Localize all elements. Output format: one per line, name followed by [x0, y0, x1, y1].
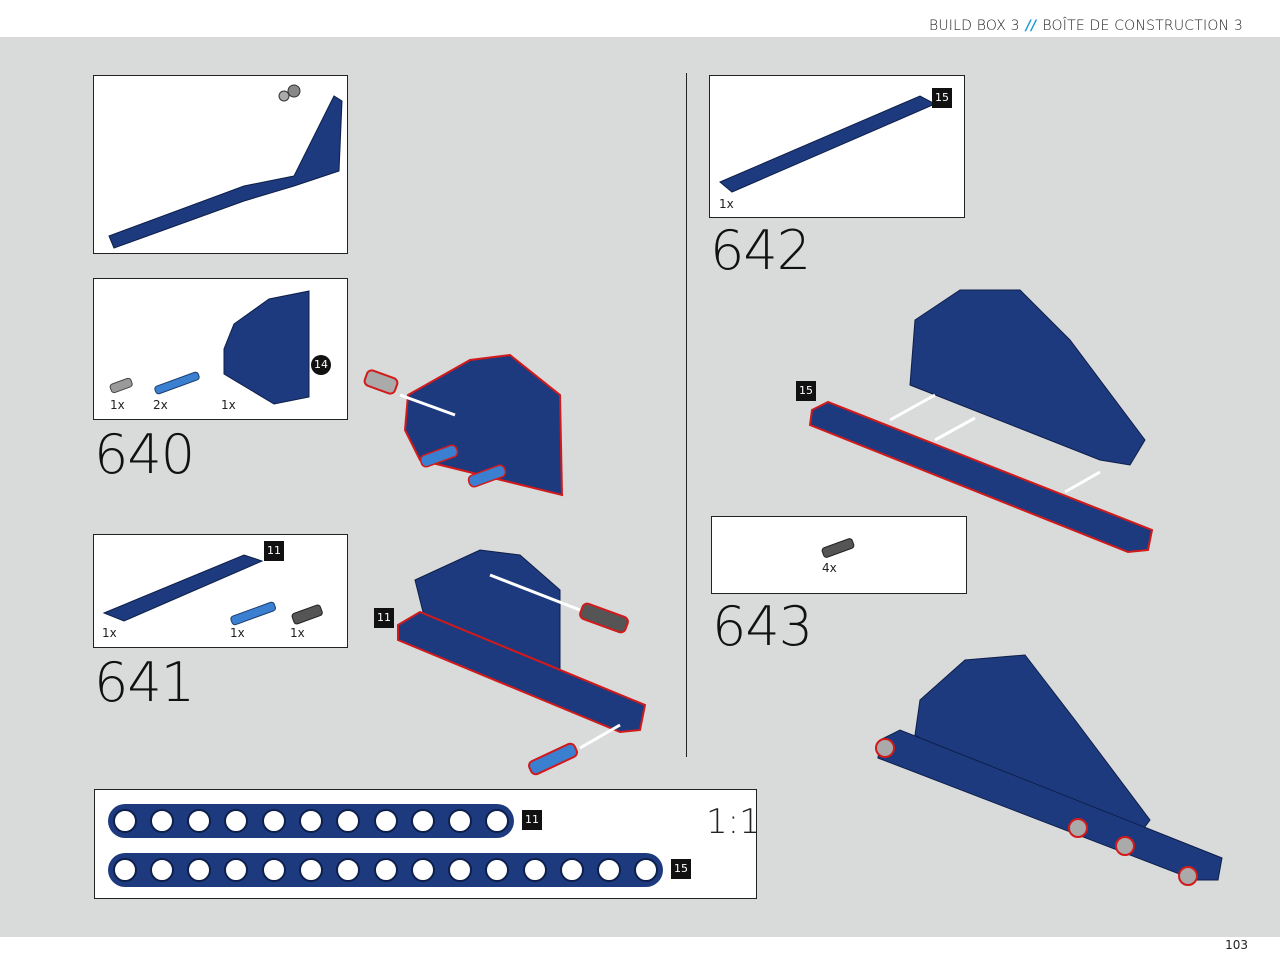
part-qty: 1x [221, 398, 236, 412]
step-number: 641 [94, 651, 195, 714]
column-divider [686, 73, 687, 757]
header-en: BUILD BOX 3 [928, 18, 1020, 34]
step-642-parts-box: 1x 15 [709, 75, 965, 218]
step-643-parts-box: 4x [711, 516, 967, 594]
step-641-parts-illustration [102, 554, 323, 626]
length-badge: 15 [671, 859, 691, 879]
page-number: 103 [1225, 938, 1248, 952]
length-badge: 15 [796, 381, 816, 401]
header-separator: // [1025, 18, 1037, 34]
length-badge: 11 [522, 810, 542, 830]
step-643-parts-illustration [821, 538, 855, 558]
part-qty: 1x [719, 197, 734, 211]
step-642-parts-illustration [719, 95, 937, 193]
step-640-parts-illustration [109, 290, 310, 405]
part-qty: 4x [822, 561, 837, 575]
subassembly-illustration [108, 84, 343, 249]
scale-beams-illustration [108, 804, 663, 887]
length-badge: 11 [264, 541, 284, 561]
part-qty: 1x [230, 626, 245, 640]
step-640-parts-box: 1x 2x 1x 14 [93, 278, 348, 420]
part-qty: 1x [290, 626, 305, 640]
part-qty: 2x [153, 398, 168, 412]
step-number: 643 [712, 595, 813, 658]
scale-reference-box: 11 15 1:1 [94, 789, 761, 899]
scale-label: 1:1 [706, 802, 761, 842]
step-number: 642 [710, 219, 811, 282]
header-fr: BOÎTE DE CONSTRUCTION 3 [1042, 18, 1243, 34]
part-qty: 1x [102, 626, 117, 640]
length-badge: 15 [932, 88, 952, 108]
step-number: 640 [94, 423, 195, 486]
step-641-parts-box: 1x 1x 1x 11 [93, 534, 348, 648]
page-header: BUILD BOX 3 // BOÎTE DE CONSTRUCTION 3 [929, 18, 1243, 34]
length-badge: 14 [311, 355, 331, 375]
part-qty: 1x [110, 398, 125, 412]
subassembly-box [93, 75, 348, 254]
length-badge: 11 [374, 608, 394, 628]
